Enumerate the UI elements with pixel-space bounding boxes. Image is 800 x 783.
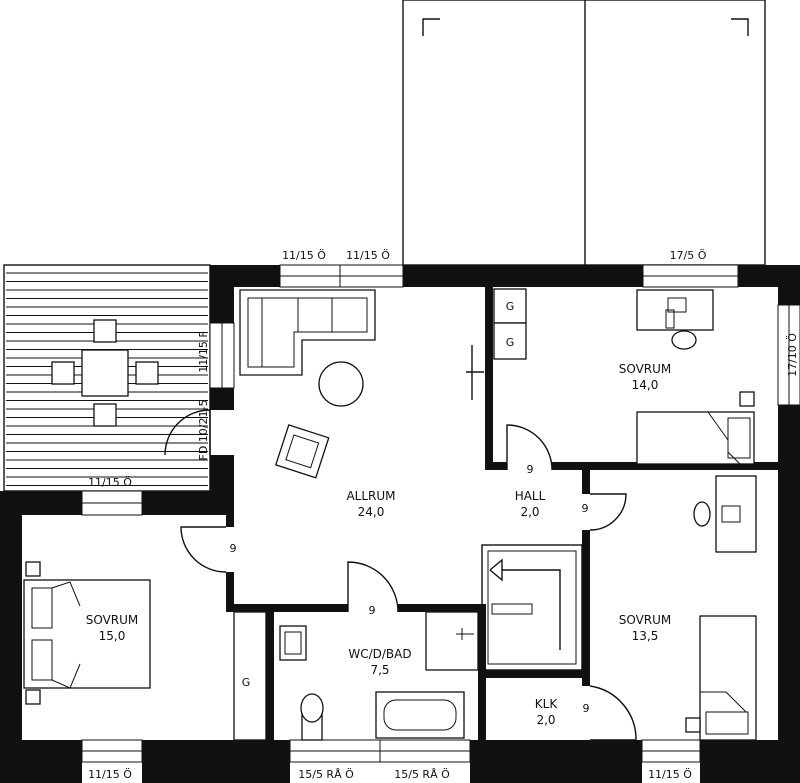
patio-table [51, 319, 159, 427]
living-room-furniture [239, 289, 484, 479]
door-label-fd: FD 10/21-5 [197, 400, 210, 461]
room-area-allrum: 24,0 [358, 505, 385, 519]
room-area-sovrum-ne: 14,0 [632, 378, 659, 392]
door-width-wc: 9 [369, 604, 376, 617]
room-name-wc: WC/D/BAD [348, 647, 411, 661]
window-label-east: 17/10 Ö [786, 333, 799, 377]
window-label-top-left: 11/15 Ö [282, 249, 326, 262]
room-name-sovrum-ne: SOVRUM [619, 362, 672, 376]
cabinet-label-g-mid: G [506, 336, 515, 349]
windows [81, 264, 800, 763]
carport-outline [402, 0, 766, 266]
hall-wardrobes [493, 288, 527, 360]
doors [164, 409, 637, 741]
room-area-sovrum-w: 15,0 [99, 629, 126, 643]
window-label-top-right: 17/5 Ö [670, 249, 707, 262]
walls [0, 265, 800, 783]
sovrum-se-furniture [685, 475, 757, 741]
stair-hatch [481, 544, 583, 671]
door-width-labels: 9 9 9 9 9 [230, 463, 590, 715]
room-area-wc: 7,5 [370, 663, 389, 677]
bathroom-fixtures [279, 611, 479, 741]
room-area-klk: 2,0 [536, 713, 555, 727]
window-label-deck-bottom: 11/15 Ö [88, 476, 132, 489]
window-label-bottom-center-2: 15/5 RÅ Ö [394, 768, 450, 781]
cabinet-label-g-top: G [506, 300, 515, 313]
window-label-bottom-right: 11/15 Ö [648, 768, 692, 781]
cabinet-labels: G G G [242, 300, 515, 689]
room-area-sovrum-se: 13,5 [632, 629, 659, 643]
window-label-bottom-left: 11/15 Ö [88, 768, 132, 781]
room-name-allrum: ALLRUM [346, 489, 395, 503]
window-label-top-center: 11/15 Ö [346, 249, 390, 262]
window-label-bottom-center-1: 15/5 RÅ Ö [298, 768, 354, 781]
window-labels: 11/15 Ö 11/15 Ö 17/5 Ö 17/10 Ö 11/15 F F… [88, 249, 799, 781]
cabinet-label-g-left: G [242, 676, 251, 689]
room-name-hall: HALL [515, 489, 546, 503]
room-name-sovrum-w: SOVRUM [86, 613, 139, 627]
room-area-hall: 2,0 [520, 505, 539, 519]
room-name-klk: KLK [535, 697, 559, 711]
door-width-allrum-left: 9 [230, 542, 237, 555]
door-width-hall-top: 9 [527, 463, 534, 476]
door-width-hall-right: 9 [582, 502, 589, 515]
sovrum-w-furniture [23, 561, 267, 741]
door-width-klk: 9 [583, 702, 590, 715]
sovrum-ne-furniture [636, 289, 755, 465]
room-labels: ALLRUM 24,0 HALL 2,0 SOVRUM 14,0 SOVRUM … [86, 362, 672, 727]
room-name-sovrum-se: SOVRUM [619, 613, 672, 627]
window-label-deck-west: 11/15 F [197, 331, 210, 373]
